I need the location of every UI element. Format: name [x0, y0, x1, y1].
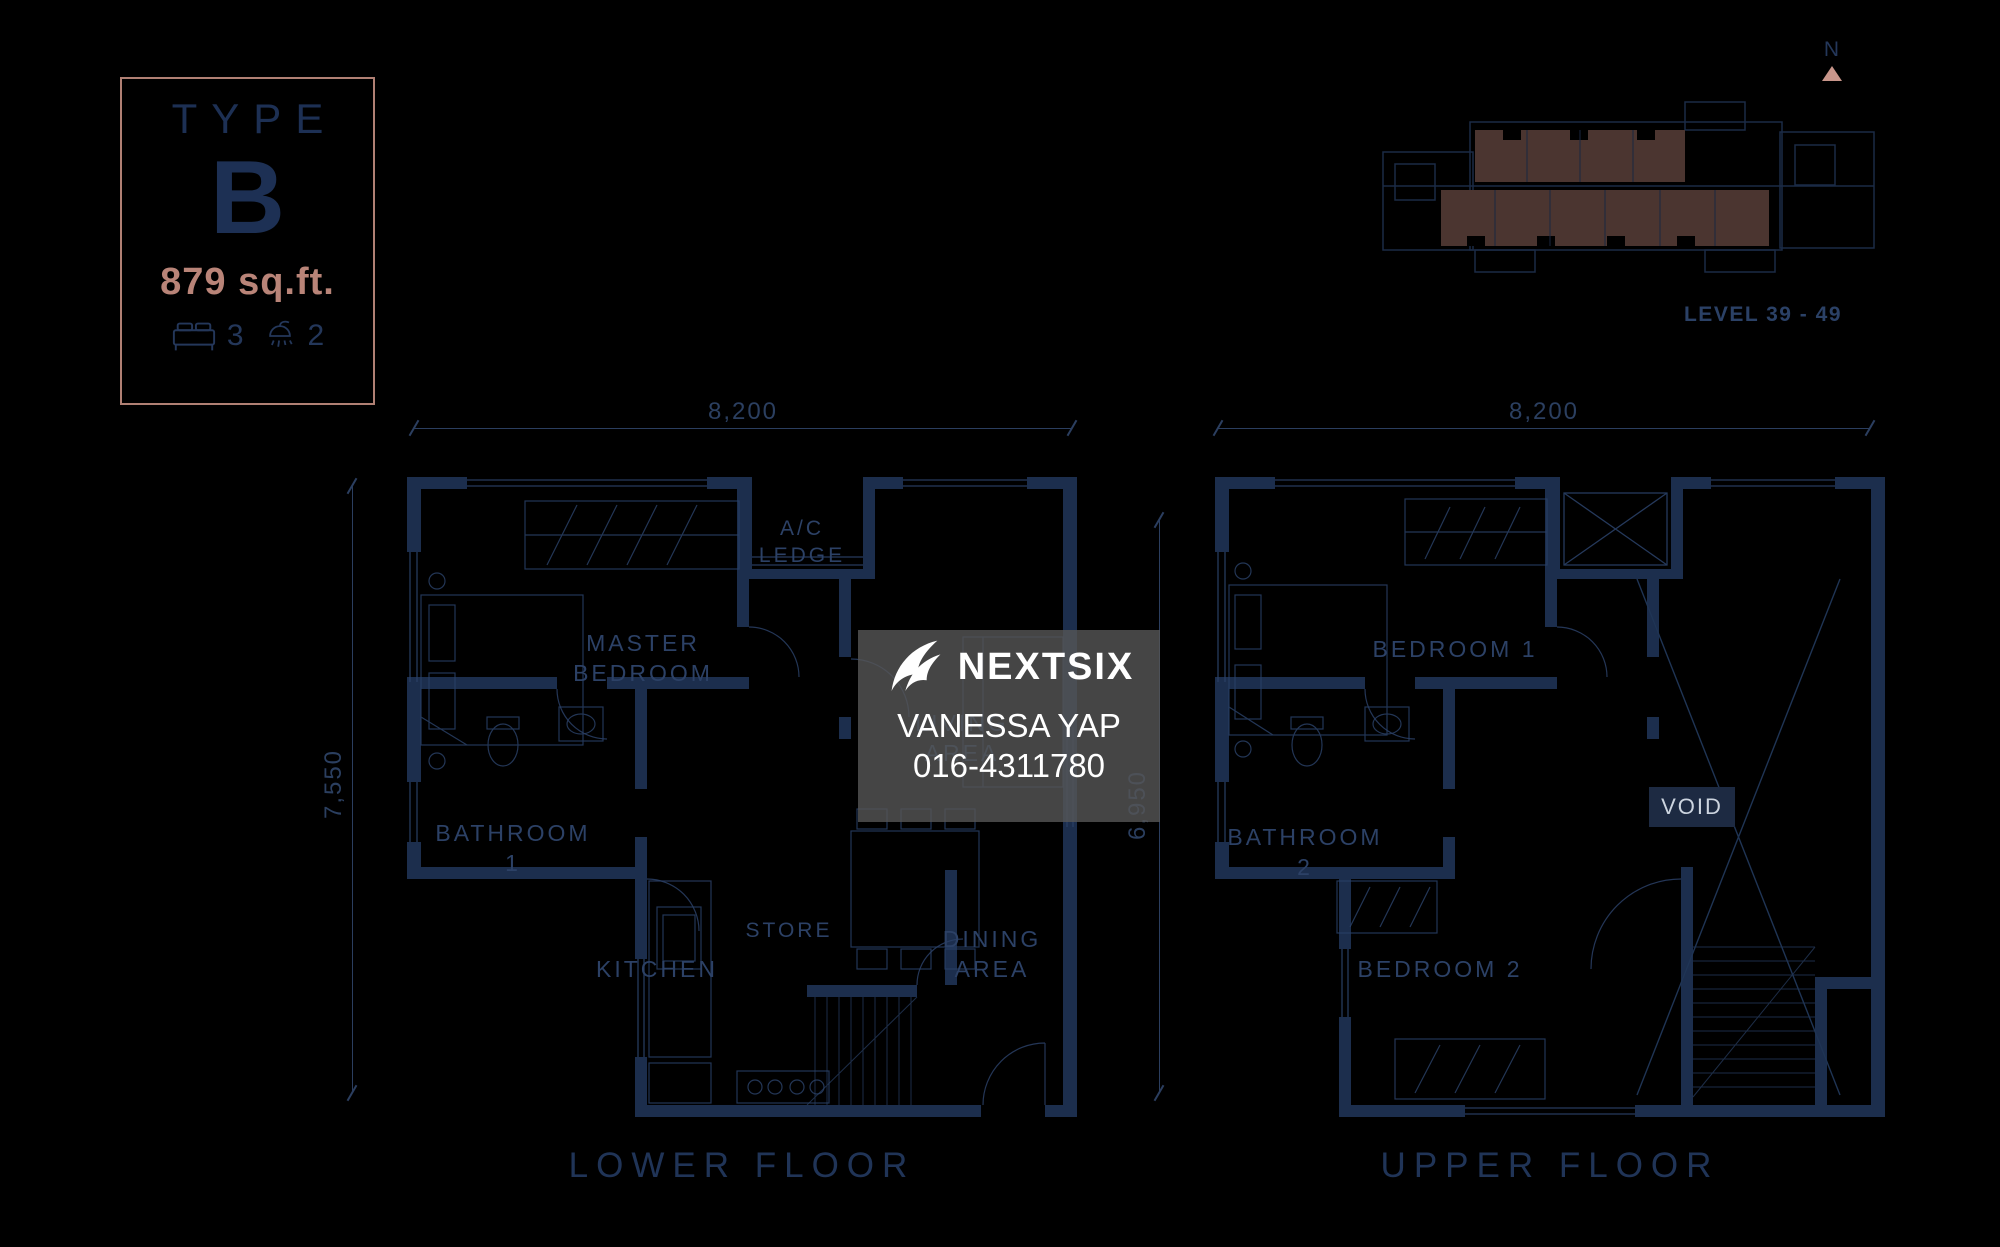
agent-watermark: NEXTSIX VANESSA YAP 016-4311780 [858, 630, 1160, 822]
room-label-dining-area: DINING AREA [942, 926, 1042, 982]
upper-stairs [1692, 946, 1816, 1098]
upper-walls [1215, 477, 1885, 1117]
north-arrow-icon [1822, 66, 1842, 81]
void-cross [1636, 578, 1841, 1096]
upper-shaft [1563, 492, 1668, 566]
unit-area: 879 sq.ft. [160, 261, 335, 304]
room-label-kitchen: KITCHEN [596, 956, 718, 982]
upper-furniture [1228, 498, 1548, 1100]
type-badge: TYPE B 879 sq.ft. 3 2 [120, 77, 375, 405]
room-label-bathroom-1: BATHROOM 1 [435, 820, 591, 876]
unit-type-letter: B [209, 140, 286, 256]
bedroom-count: 3 [226, 319, 244, 353]
upper-floor-plan-drawing [1215, 477, 1885, 1117]
upper-width-dim: 8,200 [1508, 398, 1580, 425]
unit-stats: 3 2 [171, 318, 324, 354]
lower-stairs [806, 996, 918, 1106]
upper-doors [1364, 626, 1682, 970]
void-label: VOID [1661, 794, 1723, 819]
type-label: TYPE [171, 95, 338, 142]
room-label-ac-ledge: A/C LEDGE [758, 517, 846, 568]
lower-width-dim: 8,200 [707, 398, 779, 425]
shower-icon [262, 318, 298, 354]
compass: N [1814, 38, 1850, 81]
brand-logo-icon [884, 636, 948, 699]
building-key-plan [1375, 90, 1880, 290]
room-label-bedroom-2: BEDROOM 2 [1357, 956, 1523, 982]
room-label-store: STORE [745, 919, 833, 942]
compass-north-label: N [1823, 38, 1841, 61]
upper-windows [1217, 479, 1835, 1115]
upper-floor-title: UPPER FLOOR [1380, 1146, 1720, 1185]
agent-phone: 016-4311780 [912, 747, 1106, 784]
void-badge: VOID [1649, 787, 1735, 827]
key-plan-drawing [1382, 101, 1875, 273]
bed-icon [171, 319, 217, 353]
bathroom-count: 2 [307, 319, 325, 353]
brand-name: NEXTSIX [957, 646, 1135, 688]
upper-width-dim-line [1212, 419, 1876, 437]
room-label-bathroom-2: BATHROOM 2 [1227, 824, 1383, 880]
lower-depth-dim-line [346, 477, 358, 1102]
agent-name: VANESSA YAP [897, 707, 1121, 744]
room-label-bedroom-1: BEDROOM 1 [1372, 636, 1538, 662]
lower-floor-title: LOWER FLOOR [568, 1146, 916, 1185]
room-label-master-bedroom: MASTER BEDROOM [573, 630, 713, 686]
level-range-label: LEVEL 39 - 49 [1683, 303, 1842, 326]
lower-width-dim-line [408, 419, 1078, 437]
upper-floor-plan: BEDROOM 1 BATHROOM 2 BEDROOM 2 VOID [1215, 477, 1885, 1117]
lower-depth-dim: 7,550 [320, 748, 347, 820]
